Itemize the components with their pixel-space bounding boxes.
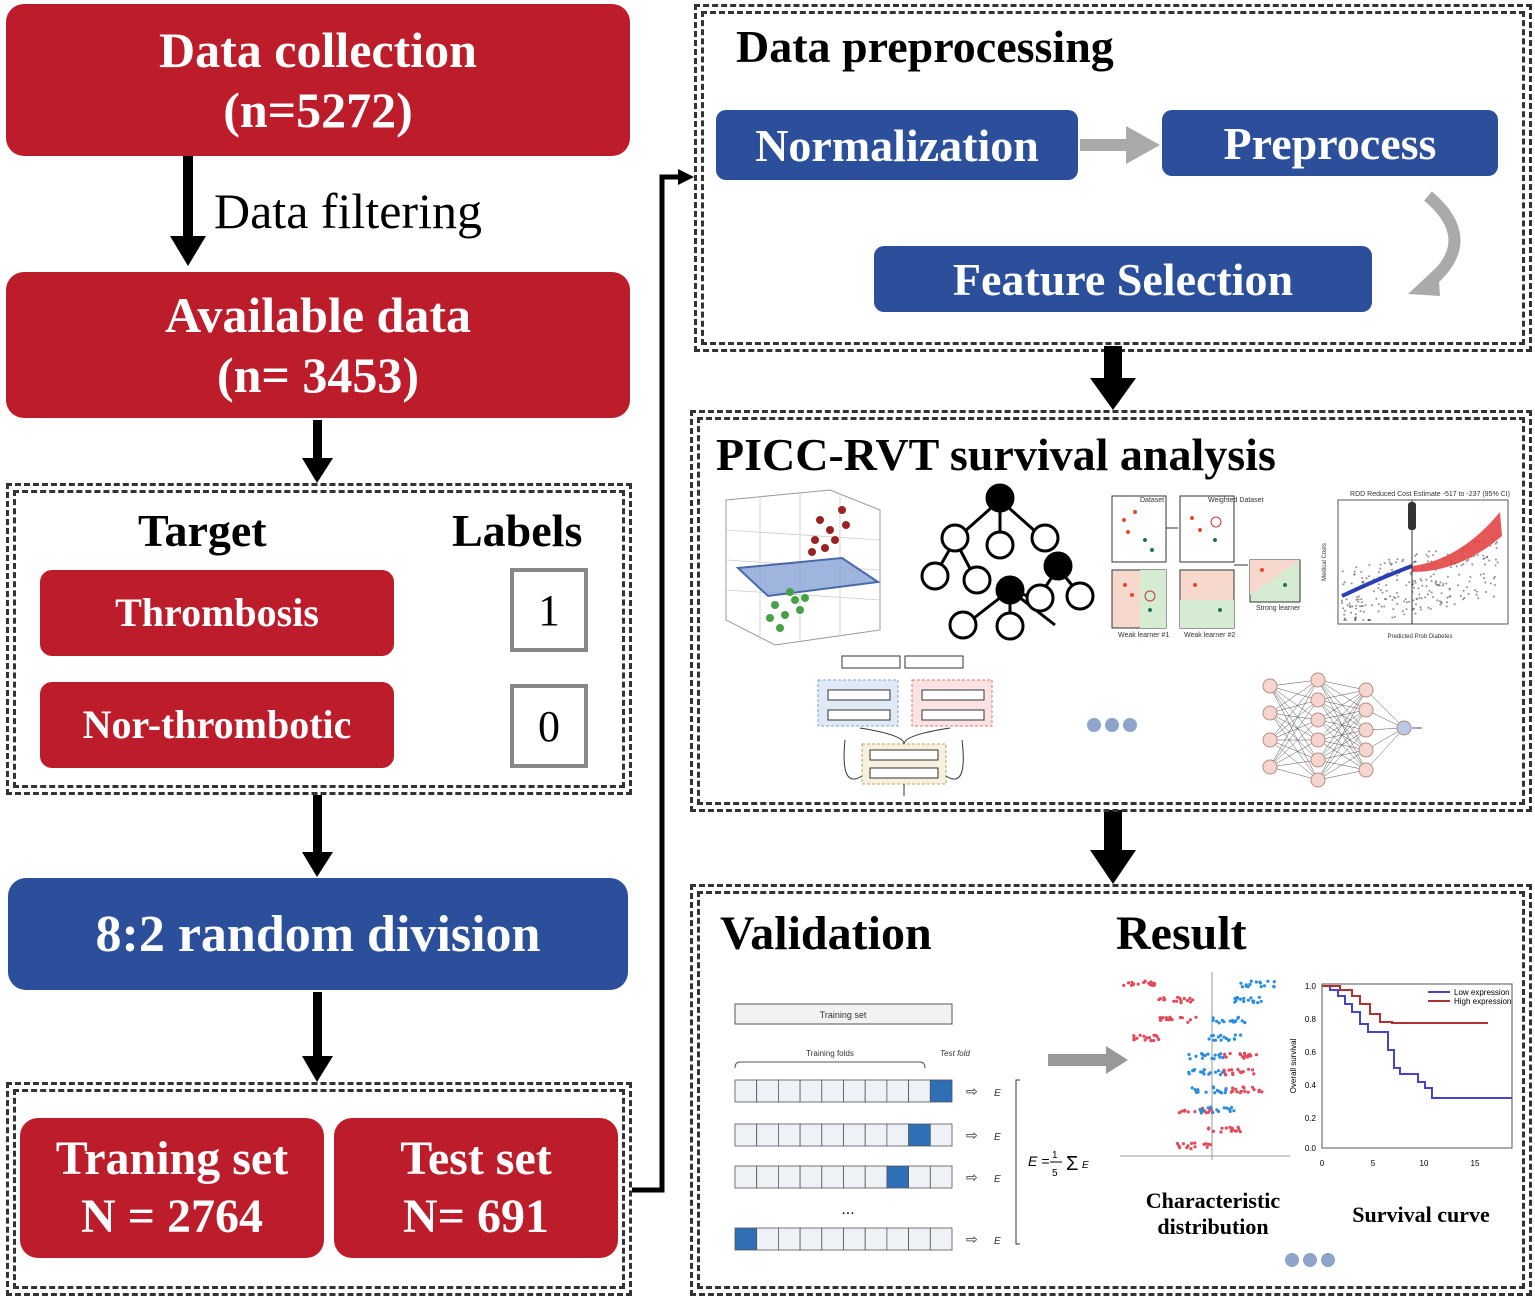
rdd-chart-title: RDD Reduced Cost Estimate -517 to -237 (…	[1350, 491, 1510, 498]
cross-validation-icon: Training set Training folds Test fold ⇨ E…	[734, 1003, 1089, 1251]
svg-text:0: 0	[1320, 1159, 1325, 1168]
tree-icon	[920, 483, 1095, 641]
svg-text:10: 10	[1420, 1159, 1429, 1168]
svg-text:Σ: Σ	[1066, 1153, 1078, 1175]
svg-text:5: 5	[1052, 1168, 1058, 1179]
training-set-box: Traning set N = 2764	[20, 1118, 324, 1258]
svg-text:⇨: ⇨	[966, 1169, 978, 1185]
svm-3d-plot-icon	[725, 489, 881, 646]
boost-dataset-label: Dataset	[1140, 497, 1164, 504]
available-data-title: Available data	[164, 287, 472, 343]
svg-text:E =: E =	[1028, 1153, 1049, 1169]
svg-text:E: E	[994, 1132, 1001, 1143]
svg-text:0.6: 0.6	[1305, 1048, 1317, 1057]
svg-text:0.2: 0.2	[1305, 1114, 1317, 1123]
multitask-network-icon	[817, 655, 993, 796]
svg-text:E: E	[994, 1174, 1001, 1185]
test-set-count: N= 691	[402, 1190, 549, 1243]
cv-training-set-label: Training set	[820, 1010, 867, 1020]
arrow-analysis-to-result	[1090, 810, 1136, 884]
rdd-xlabel: Predicted Prob Diabetes	[1387, 634, 1452, 640]
normalization-box: Normalization	[716, 110, 1078, 180]
non-thrombotic-box: Nor-thrombotic	[40, 682, 394, 768]
svg-text:⇨: ⇨	[966, 1231, 978, 1247]
training-set-title: Traning set	[55, 1132, 289, 1186]
svg-text:⇨: ⇨	[966, 1127, 978, 1143]
arrow-validation-to-result	[1048, 1046, 1128, 1074]
cv-test-fold-label: Test fold	[940, 1049, 970, 1058]
characteristic-caption: Characteristic distribution	[1120, 1188, 1306, 1241]
connector-split-to-preprocessing	[632, 169, 694, 1193]
survival-ylabel: Overall survival	[1289, 1038, 1298, 1093]
arrow-preprocessing-to-analysis	[1090, 346, 1136, 410]
arrow-available-to-target	[302, 420, 333, 483]
random-division-box: 8:2 random division	[8, 878, 628, 990]
feature-selection-box: Feature Selection	[874, 246, 1372, 312]
labels-header: Labels	[452, 505, 583, 556]
target-header: Target	[138, 505, 267, 556]
available-data-box: Available data (n= 3453)	[6, 272, 630, 418]
svg-text:E: E	[994, 1236, 1001, 1247]
svg-text:0.8: 0.8	[1305, 1015, 1317, 1024]
characteristic-caption-line2: distribution	[1157, 1214, 1269, 1240]
characteristic-distribution-icon	[1120, 972, 1290, 1160]
training-set-count: N = 2764	[80, 1190, 263, 1243]
arrow-collection-to-available	[170, 156, 206, 266]
rdd-chart-icon: RDD Reduced Cost Estimate -517 to -237 (…	[1322, 491, 1510, 640]
data-filtering-label: Data filtering	[214, 183, 482, 239]
available-data-count: (n= 3453)	[216, 347, 420, 403]
svg-text:⇨: ⇨	[966, 1083, 978, 1099]
result-panel	[690, 884, 1532, 1296]
cv-training-folds-label: Training folds	[806, 1049, 854, 1058]
test-set-title: Test set	[400, 1132, 552, 1186]
arrow-normalization-to-preprocess	[1080, 126, 1160, 164]
data-collection-box: Data collection (n=5272)	[6, 4, 630, 156]
split-panel	[6, 1082, 632, 1296]
arrow-target-to-division	[302, 795, 333, 877]
validation-title: Validation	[720, 907, 932, 960]
svg-text:0.4: 0.4	[1305, 1081, 1317, 1090]
data-collection-title: Data collection	[159, 22, 477, 78]
analysis-panel	[690, 410, 1532, 812]
curved-arrow-to-feature-selection	[1408, 191, 1461, 296]
rdd-ylabel: Medical Costs	[1322, 543, 1328, 581]
neural-network-icon	[1262, 672, 1422, 788]
boost-weak2-label: Weak learner #2	[1184, 632, 1235, 639]
characteristic-caption-line1: Characteristic	[1145, 1188, 1281, 1213]
survival-caption: Survival curve	[1352, 1202, 1490, 1227]
svg-text:1: 1	[1052, 1150, 1058, 1161]
thrombosis-box: Thrombosis	[40, 570, 394, 656]
boost-weak1-label: Weak learner #1	[1118, 632, 1169, 639]
svg-text:5: 5	[1371, 1159, 1376, 1168]
preprocess-box: Preprocess	[1162, 110, 1498, 176]
analysis-title: PICC-RVT survival analysis	[716, 429, 1276, 480]
boosting-icon: Dataset Weighted Dataset Weak learner #1…	[1111, 495, 1301, 639]
legend-high-expression: High expression	[1454, 997, 1511, 1006]
data-collection-count: (n=5272)	[223, 82, 413, 138]
svg-text:E: E	[994, 1088, 1001, 1099]
cv-dots: ...	[841, 1201, 854, 1218]
thrombosis-label-box: 1	[510, 568, 588, 652]
svg-text:1.0: 1.0	[1305, 982, 1317, 991]
boost-strong-label: Strong learner	[1256, 605, 1301, 612]
non-thrombotic-label-box: 0	[510, 684, 588, 768]
svg-text:E: E	[1082, 1160, 1089, 1171]
target-labels-panel	[6, 483, 632, 795]
result-title: Result	[1116, 907, 1247, 960]
preprocessing-title: Data preprocessing	[736, 21, 1114, 72]
arrow-division-to-split	[302, 992, 333, 1082]
result-more-dots-icon	[1285, 1253, 1335, 1267]
svg-text:0.0: 0.0	[1305, 1144, 1317, 1153]
legend-low-expression: Low expression	[1454, 988, 1510, 997]
svg-text:15: 15	[1471, 1159, 1480, 1168]
analysis-more-dots-icon	[1087, 718, 1137, 732]
test-set-box: Test set N= 691	[334, 1118, 618, 1258]
boost-weighted-label: Weighted Dataset	[1208, 497, 1264, 504]
survival-curve-icon: Low expression High expression Overall s…	[1289, 982, 1513, 1168]
